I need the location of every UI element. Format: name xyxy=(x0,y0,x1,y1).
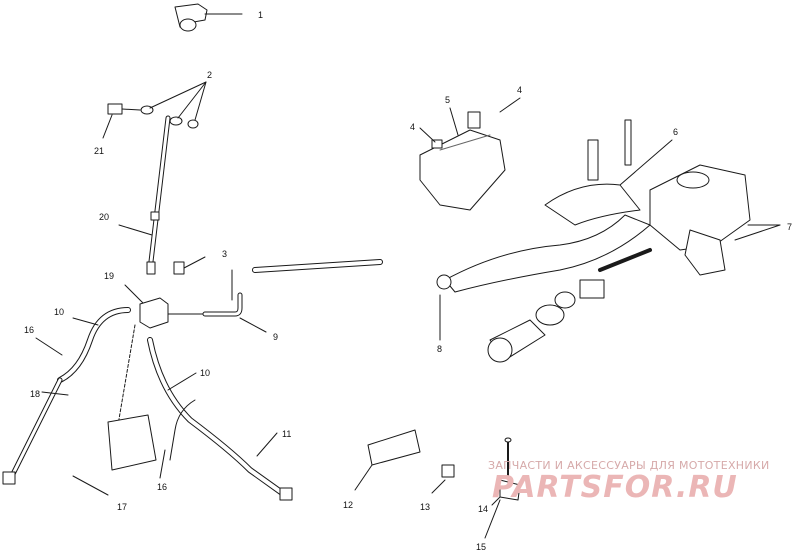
callout-17: 17 xyxy=(117,502,127,512)
part-10-left-hose xyxy=(2,307,131,485)
callout-18: 18 xyxy=(30,389,40,399)
watermark-logo: PARTSFOR.RU xyxy=(492,470,738,505)
part-20-brake-hose xyxy=(118,115,171,275)
part-12-bracket xyxy=(354,429,421,491)
callout-19: 19 xyxy=(104,271,114,281)
callout-1: 1 xyxy=(258,10,263,20)
callout-16b: 16 xyxy=(157,482,167,492)
part-9-pipe xyxy=(202,259,383,333)
watermark-logo-left: PARTS xyxy=(492,470,604,505)
callout-12: 12 xyxy=(343,500,353,510)
callout-13: 13 xyxy=(420,502,430,512)
part-13-screw xyxy=(431,464,455,494)
part-2-washers xyxy=(140,81,207,129)
callout-7: 7 xyxy=(787,222,792,232)
part-10-right-hose xyxy=(147,337,293,501)
callout-10a: 10 xyxy=(54,307,64,317)
watermark-caption: ЗАПЧАСТИ И АКСЕССУАРЫ ДЛЯ МОТОТЕХНИКИ xyxy=(488,459,770,472)
part-3-bleeder xyxy=(173,256,206,275)
part-1-fitting xyxy=(174,3,243,32)
callout-15: 15 xyxy=(476,542,486,552)
callout-11: 11 xyxy=(282,429,291,439)
callout-4a: 4 xyxy=(517,85,522,95)
watermark-logo-right: FOR.RU xyxy=(603,470,738,505)
part-8-lever xyxy=(436,183,651,341)
callout-4b: 4 xyxy=(410,122,415,132)
part-6-master-cylinder xyxy=(587,119,781,276)
callout-21: 21 xyxy=(94,146,104,156)
callout-14: 14 xyxy=(478,504,488,514)
callout-10b: 10 xyxy=(200,368,210,378)
callout-9: 9 xyxy=(273,332,278,342)
callout-20: 20 xyxy=(99,212,109,222)
callout-5: 5 xyxy=(445,95,450,105)
part-21-banjo-bolt xyxy=(102,103,141,139)
part-17-screw xyxy=(72,414,157,496)
callout-16a: 16 xyxy=(24,325,34,335)
part-piston-assembly xyxy=(487,248,652,363)
callout-8: 8 xyxy=(437,344,442,354)
part-5-reservoir-cover xyxy=(419,97,521,211)
callout-2: 2 xyxy=(207,70,212,80)
part-19-junction-block xyxy=(117,284,206,426)
part-14-clip xyxy=(484,437,521,539)
callout-6: 6 xyxy=(673,127,678,137)
callout-3: 3 xyxy=(222,249,227,259)
